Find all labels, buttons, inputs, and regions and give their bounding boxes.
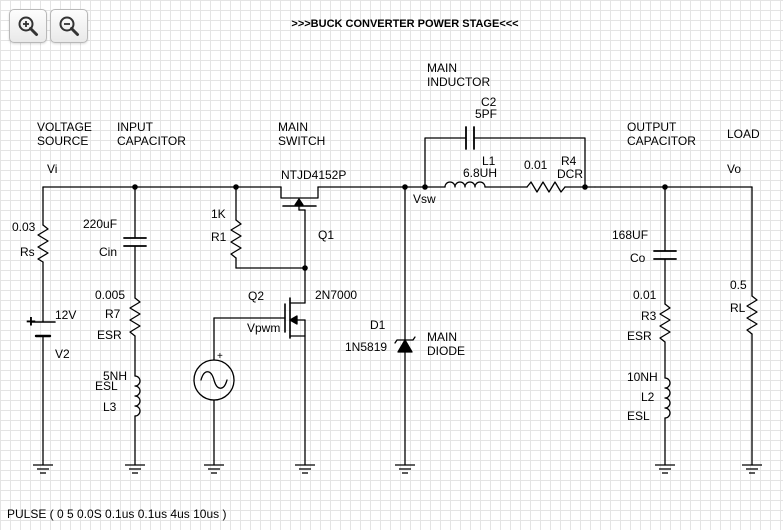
l2-name: L2 (641, 390, 655, 404)
page-title: >>>BUCK CONVERTER POWER STAGE<<< (291, 18, 518, 30)
label-input-capacitor-2: CAPACITOR (117, 134, 186, 148)
junction-dots (132, 184, 668, 271)
q2-name: Q2 (248, 289, 264, 303)
mosfet-q2 (213, 267, 306, 466)
r4-value: 0.01 (524, 158, 548, 172)
r7-name: R7 (105, 307, 121, 321)
source-plus-sign: + (217, 351, 223, 362)
rl-value: 0.5 (730, 278, 747, 292)
r1-value: 1K (211, 207, 226, 221)
l3-value: 5NH (103, 369, 127, 383)
inductor-l3 (134, 375, 141, 466)
node-vo: Vo (727, 162, 741, 176)
r4-name: R4 (561, 154, 577, 168)
cin-value: 220uF (83, 217, 117, 231)
resistor-rs (37, 186, 49, 323)
label-input-capacitor-1: INPUT (117, 120, 154, 134)
d1-value: 1N5819 (345, 340, 387, 354)
rs-value: 0.03 (12, 220, 36, 234)
resistor-r1 (230, 186, 306, 269)
l1-value: 6.8UH (463, 166, 497, 180)
q1-value: NTJD4152P (281, 168, 346, 182)
label-main-diode-1: MAIN (427, 330, 457, 344)
ground-icon (655, 464, 675, 474)
ground-icon (204, 464, 224, 474)
label-load: LOAD (727, 127, 760, 141)
ground-icon (33, 464, 53, 474)
v2-name: V2 (55, 347, 70, 361)
label-voltage-source-1: VOLTAGE (37, 120, 92, 134)
c2-name: C2 (481, 95, 497, 109)
inductor-l2 (664, 377, 671, 466)
ground-icon (395, 464, 415, 474)
zoom-in-button[interactable] (9, 9, 47, 43)
node-vpwm: Vpwm (247, 321, 280, 335)
label-main-switch-1: MAIN (278, 120, 308, 134)
l3-role: ESL (95, 379, 118, 393)
r7-value: 0.005 (95, 288, 125, 302)
c2-value: 5PF (475, 107, 497, 121)
label-main-diode-2: DIODE (427, 344, 465, 358)
schematic: + + >>>BUCK CONVERTER POWER STAGE<<< VOL… (12, 18, 762, 474)
label-main-inductor-1: MAIN (427, 61, 457, 75)
l2-value: 10NH (627, 370, 658, 384)
capacitor-c2 (424, 126, 586, 188)
capacitor-co (653, 186, 677, 305)
resistor-r4 (526, 181, 596, 193)
zoom-in-icon (18, 16, 38, 36)
rs-name: Rs (20, 245, 35, 259)
mosfet-q1 (280, 186, 319, 269)
ground-icon (742, 464, 762, 474)
battery-v2 (30, 321, 56, 466)
co-name: Co (630, 251, 646, 265)
label-output-capacitor-1: OUTPUT (627, 120, 677, 134)
l1-name: L1 (482, 154, 496, 168)
capacitor-cin (123, 186, 147, 299)
v2-value: 12V (55, 308, 76, 322)
label-main-switch-2: SWITCH (278, 134, 325, 148)
l3-name: L3 (103, 400, 117, 414)
node-vsw: Vsw (413, 192, 436, 206)
ground-symbols (33, 464, 762, 474)
r4-role: DCR (557, 167, 583, 181)
rl-name: RL (730, 301, 746, 315)
cin-name: Cin (99, 245, 117, 259)
r3-value: 0.01 (633, 288, 657, 302)
pulse-spec: PULSE ( 0 5 0.0S 0.1us 0.1us 4us 10us ) (7, 507, 227, 521)
r3-role: ESR (627, 329, 652, 343)
resistor-r3 (659, 303, 671, 379)
ground-icon (295, 464, 315, 474)
d1-name: D1 (370, 318, 386, 332)
resistor-rl (746, 186, 758, 466)
r3-name: R3 (641, 309, 657, 323)
battery-plus-sign: + (26, 312, 36, 331)
pwm-source (193, 359, 235, 466)
r7-role: ESR (97, 328, 122, 342)
l2-role: ESL (627, 409, 650, 423)
zoom-out-button[interactable] (50, 9, 88, 43)
zoom-out-icon (59, 16, 79, 36)
inductor-l1 (444, 181, 528, 188)
ground-icon (125, 464, 145, 474)
label-output-capacitor-2: CAPACITOR (627, 134, 696, 148)
diode-d1 (394, 186, 416, 466)
co-value: 168UF (612, 228, 648, 242)
q1-name: Q1 (318, 228, 334, 242)
r1-name: R1 (211, 230, 227, 244)
label-main-inductor-2: INDUCTOR (427, 75, 490, 89)
q2-value: 2N7000 (315, 288, 357, 302)
resistor-r7 (129, 297, 141, 377)
node-vi: Vi (47, 162, 57, 176)
label-voltage-source-2: SOURCE (37, 134, 88, 148)
